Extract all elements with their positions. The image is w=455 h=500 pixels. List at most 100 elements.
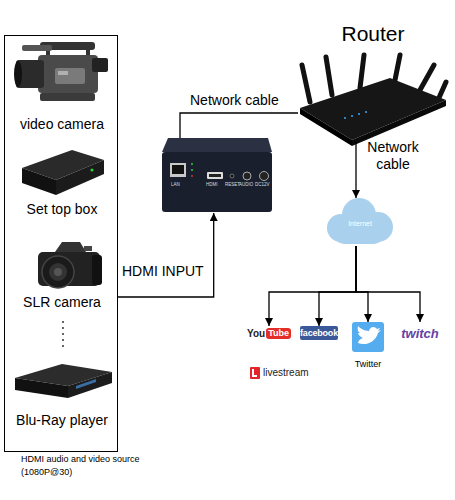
- cable-connector: [356, 246, 368, 322]
- livestream-icon: [250, 367, 260, 379]
- node-label: facebook: [300, 328, 338, 339]
- node-label: HDMI: [206, 182, 218, 187]
- cable-label: Network cable: [190, 92, 300, 109]
- encoder-illustration: [172, 165, 184, 174]
- platform-logo: facebook: [300, 326, 338, 340]
- platform-logo: livestream: [250, 364, 320, 382]
- router-illustration: [360, 55, 364, 88]
- router-illustration: [300, 108, 352, 146]
- ellipsis-dots: [62, 333, 64, 335]
- slr-camera-illustration: [55, 242, 86, 252]
- encoder-illustration: [170, 163, 186, 177]
- node-label: HDMI audio and video source (1080P@30): [21, 453, 149, 479]
- encoder-illustration: [243, 172, 251, 180]
- encoder-illustration: [207, 172, 223, 179]
- router-illustration: [351, 115, 353, 117]
- router-illustration: [420, 65, 434, 90]
- set-top-box-illustration: [90, 168, 93, 171]
- slr-camera-illustration: [84, 246, 92, 251]
- blu-ray-illustration: [15, 364, 112, 398]
- device-card: Blu-Ray player: [10, 360, 114, 428]
- encoder-illustration: [209, 174, 221, 177]
- video-camera-illustration: [14, 61, 22, 87]
- platform-logo: twitch: [398, 322, 442, 344]
- cable-label: Network cable: [362, 139, 424, 173]
- set-top-box-illustration: [22, 168, 56, 195]
- router-illustration: [302, 65, 310, 102]
- node-label: Router: [341, 22, 404, 46]
- encoder-illustration: [162, 138, 272, 212]
- ellipsis-dots: [62, 321, 64, 347]
- video-camera-illustration: [22, 45, 52, 51]
- node-label: AUDIO: [239, 182, 253, 187]
- router-illustration: [300, 78, 446, 140]
- node-label: Tube: [266, 328, 291, 339]
- router-illustration: [326, 57, 332, 95]
- cable-connector: [180, 113, 298, 138]
- node-label: Set top box: [27, 201, 98, 217]
- cable-connector: [355, 142, 356, 198]
- encoder-illustration: [260, 172, 269, 181]
- internet-cloud: Internet: [325, 198, 395, 246]
- cable-connector: [118, 213, 214, 297]
- node-label: Internet: [348, 220, 372, 228]
- router-illustration: [344, 117, 346, 119]
- encoder-illustration: [162, 152, 272, 212]
- set-top-box-illustration: [22, 150, 104, 195]
- encoder-illustration: [162, 138, 272, 152]
- video-camera-illustration: [38, 55, 98, 93]
- node-label: Blu-Ray player: [16, 412, 108, 428]
- ellipsis-dots: [62, 321, 64, 323]
- node-label: RESET: [225, 182, 240, 187]
- device-card: video camera: [10, 38, 114, 132]
- node-label: twitch: [401, 326, 439, 341]
- encoder-illustration: [230, 174, 234, 178]
- router-illustration: [365, 111, 367, 113]
- router-illustration: [300, 55, 446, 146]
- slr-camera-illustration: [42, 256, 74, 288]
- slr-camera-illustration: [49, 263, 67, 281]
- encoder-box: LAN HDMI RESETAUDIODC12V: [162, 138, 272, 213]
- video-camera-illustration: [92, 58, 108, 72]
- set-top-box-illustration: [56, 160, 104, 195]
- router-node: Router: [298, 22, 448, 142]
- slr-camera-illustration: [92, 255, 102, 285]
- ellipsis-dots: [62, 345, 64, 347]
- internet-cloud-shape: [327, 198, 393, 244]
- ellipsis-dots: [62, 327, 64, 329]
- slr-camera-illustration: [54, 268, 62, 276]
- encoder-illustration: [191, 169, 193, 171]
- twitter-icon: [352, 322, 384, 352]
- encoder-illustration: [191, 163, 193, 165]
- node-label: SLR camera: [23, 294, 101, 310]
- source-group: HDMI audio and video source (1080P@30)vi…: [4, 35, 118, 452]
- slr-camera-illustration: [38, 242, 102, 288]
- blu-ray-illustration: [68, 372, 112, 398]
- blu-ray-illustration: [76, 379, 96, 389]
- video-camera-illustration: [86, 48, 90, 56]
- blu-ray-illustration: [15, 378, 68, 398]
- platform-logo: Twitter: [350, 322, 386, 370]
- video-camera-illustration: [58, 71, 68, 75]
- livestream-icon: [252, 375, 257, 377]
- twitter-icon: [358, 326, 381, 344]
- cable-label: HDMI INPUT: [122, 263, 222, 280]
- video-camera-illustration: [55, 68, 85, 84]
- encoder-illustration: [191, 175, 193, 177]
- platform-logo: YouTube: [250, 326, 288, 341]
- cable-connector: [269, 246, 356, 326]
- node-label: livestream: [263, 367, 309, 379]
- device-card: SLR camera: [10, 238, 114, 310]
- node-label: DC12V: [255, 182, 270, 187]
- livestream-icon: [250, 367, 260, 379]
- cable-connector: [319, 246, 356, 326]
- twitter-icon: [352, 322, 384, 352]
- node-label: LAN: [171, 182, 180, 187]
- ellipsis-dots: [62, 339, 64, 341]
- cable-connector: [356, 246, 420, 322]
- router-illustration: [395, 55, 400, 80]
- video-camera-illustration: [40, 93, 95, 101]
- router-illustration: [438, 82, 446, 100]
- router-illustration: [358, 113, 360, 115]
